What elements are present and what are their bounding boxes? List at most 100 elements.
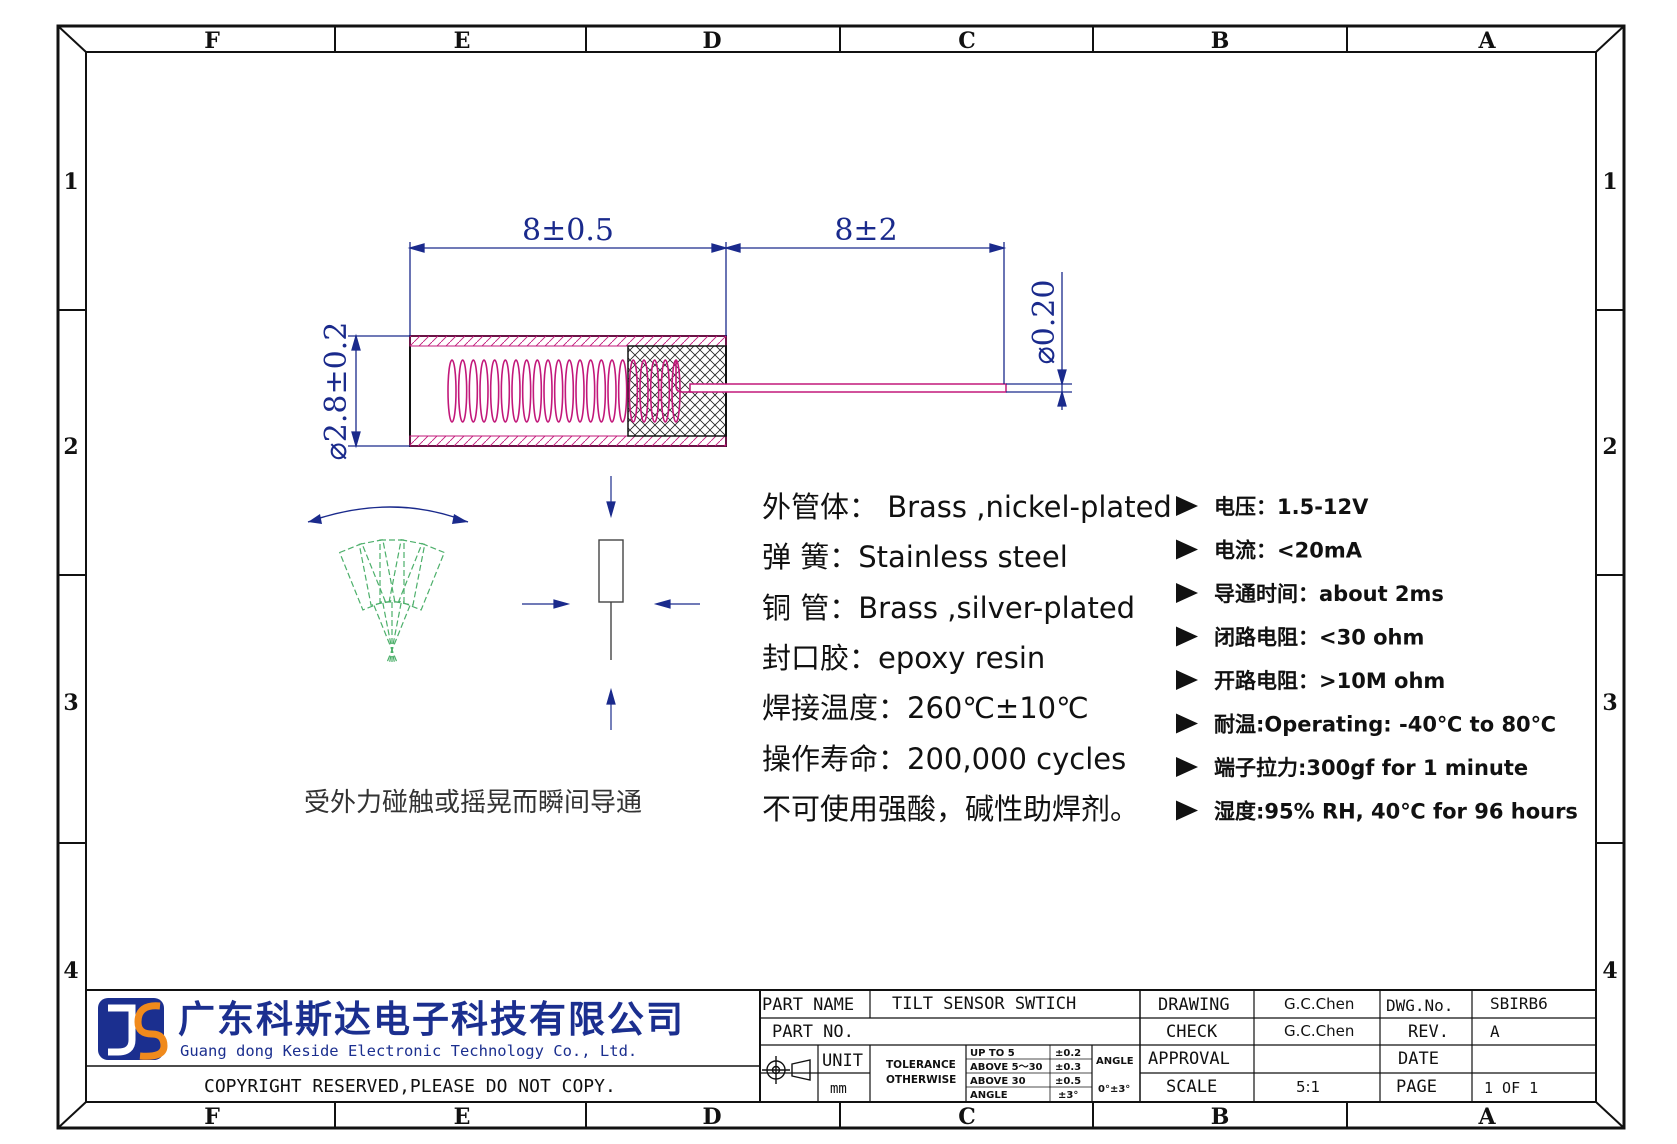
dimension-length-right: 8±2	[834, 213, 897, 248]
angle-label: ANGLE	[1096, 1056, 1134, 1067]
spec-value: about 2ms	[1319, 582, 1444, 606]
part-name-label: PART NAME	[762, 995, 854, 1015]
row-label-right-4: 4	[1602, 958, 1617, 984]
row-label-left-4: 4	[63, 958, 78, 984]
column-label-bottom-c: C	[958, 1104, 976, 1130]
bullet-arrow-icon	[1176, 496, 1198, 516]
tolerance-label-2: OTHERWISE	[886, 1074, 956, 1086]
bullet-arrow-icon	[1176, 626, 1198, 647]
bullet-arrow-icon	[1176, 670, 1198, 690]
dimension-diameter-body: ⌀2.8±0.2	[319, 322, 354, 461]
dimension-diameter-lead: ⌀0.20	[1027, 280, 1062, 365]
spring-turn	[553, 359, 564, 423]
bullet-arrow-icon	[1176, 800, 1198, 821]
spec-item: 电压：1.5-12V	[1214, 495, 1369, 519]
row-label-right-2: 2	[1602, 434, 1617, 460]
drawing-label: DRAWING	[1158, 995, 1230, 1015]
spec-label: 电流：	[1214, 539, 1277, 563]
row-label-left-2: 2	[63, 434, 78, 460]
unit-label: UNIT	[822, 1051, 863, 1071]
projection-symbol-icon	[762, 1056, 811, 1084]
dwg-no-value: SBIRB6	[1490, 994, 1548, 1013]
spring-turn	[457, 359, 468, 423]
column-label-top-a: A	[1477, 28, 1496, 54]
spring-turn	[468, 359, 479, 423]
drawing-value: G.C.Chen	[1284, 995, 1354, 1013]
spring-turn	[543, 359, 553, 423]
bullet-arrow-icon	[1176, 539, 1198, 560]
company-name-en: Guang dong Keside Electronic Technology …	[180, 1042, 637, 1060]
column-label-bottom-e: E	[454, 1104, 471, 1130]
spec-label: 闭路电阻：	[1214, 626, 1319, 650]
date-label: DATE	[1398, 1049, 1439, 1069]
tol-row2-value: ±0.3	[1055, 1062, 1081, 1073]
materials-list: 外管体： Brass ,nickel-plated 弹 簧：Stainless …	[762, 490, 1172, 826]
spring-turn	[639, 359, 649, 423]
spring-turn	[479, 359, 489, 423]
spring-turn	[500, 359, 511, 423]
tol-row1-value: ±0.2	[1055, 1048, 1081, 1059]
copyright-notice: COPYRIGHT RESERVED,PLEASE DO NOT COPY.	[204, 1076, 616, 1097]
column-label-top-c: C	[958, 28, 976, 54]
column-label-top-e: E	[454, 28, 471, 54]
spring-turn	[489, 359, 500, 423]
bullet-arrow-icon	[1176, 757, 1198, 777]
row-label-right-1: 1	[1602, 169, 1617, 195]
spec-value: Operating: -40℃ to 80℃	[1264, 713, 1556, 737]
bullet-arrow-icon	[1176, 713, 1198, 734]
spec-value: <30 ohm	[1319, 626, 1424, 650]
scale-value: 5:1	[1296, 1078, 1320, 1096]
spec-value: >10M ohm	[1319, 669, 1445, 693]
dwg-no-label: DWG.No.	[1386, 996, 1453, 1015]
page-value: 1 OF 1	[1484, 1079, 1538, 1097]
tol-row2-label: ABOVE 5～30	[970, 1062, 1043, 1073]
spec-item: 湿度:95% RH, 40℃ for 96 hours	[1214, 800, 1578, 824]
spring-turn	[628, 359, 639, 423]
spec-label: 耐温:	[1214, 713, 1264, 737]
spec-value: 300gf for 1 minute	[1306, 756, 1528, 780]
column-label-top-f: F	[204, 28, 220, 54]
spring-turn	[521, 359, 532, 423]
force-illustration	[522, 476, 700, 730]
column-label-bottom-d: D	[702, 1104, 721, 1130]
company-logo	[98, 998, 168, 1060]
row-label-left-3: 3	[63, 690, 78, 716]
tol-row1-label: UP TO 5	[970, 1048, 1015, 1059]
material-spring: 弹 簧：Stainless steel	[762, 540, 1068, 574]
material-copper-tube: 铜 管：Brass ,silver-plated	[762, 591, 1135, 625]
material-outer-tube: 外管体： Brass ,nickel-plated	[762, 490, 1172, 524]
drawing-frame	[56, 24, 1626, 1130]
spec-value: 1.5-12V	[1277, 495, 1369, 519]
tol-row4-label: ANGLE	[970, 1090, 1008, 1101]
spec-label: 端子拉力:	[1214, 756, 1306, 780]
caption-left: 受外力碰触或摇晃而瞬间导通	[304, 788, 642, 818]
tilt-illustration	[307, 506, 469, 662]
spring-turn	[575, 359, 585, 423]
angle-value: 0°±3°	[1098, 1084, 1130, 1095]
spring-turn	[564, 359, 575, 423]
material-seal: 封口胶：epoxy resin	[762, 641, 1045, 675]
column-label-top-d: D	[702, 28, 721, 54]
rev-label: REV.	[1408, 1022, 1449, 1042]
spec-item: 闭路电阻：<30 ohm	[1214, 626, 1424, 650]
spring-turn	[660, 359, 671, 423]
spring-turn	[585, 359, 596, 423]
page-label: PAGE	[1396, 1077, 1437, 1097]
unit-value: mm	[830, 1081, 847, 1097]
spec-label: 湿度:	[1214, 800, 1264, 824]
spring-turn	[447, 359, 457, 423]
material-solder-temp: 焊接温度：260℃±10℃	[762, 691, 1089, 725]
company-name-cn: 广东科斯达电子科技有限公司	[178, 998, 685, 1041]
spring-turn	[596, 359, 607, 423]
column-label-bottom-f: F	[204, 1104, 220, 1130]
spec-item: 耐温:Operating: -40℃ to 80℃	[1214, 713, 1556, 737]
spec-item: 开路电阻：>10M ohm	[1214, 669, 1445, 693]
tolerance-label-1: TOLERANCE	[886, 1059, 956, 1071]
part-no-label: PART NO.	[772, 1022, 854, 1042]
spec-value: <20mA	[1277, 539, 1363, 563]
row-label-right-3: 3	[1602, 690, 1617, 716]
tol-row3-value: ±0.5	[1055, 1076, 1081, 1087]
spec-label: 导通时间：	[1214, 582, 1319, 606]
column-label-bottom-b: B	[1211, 1104, 1230, 1130]
